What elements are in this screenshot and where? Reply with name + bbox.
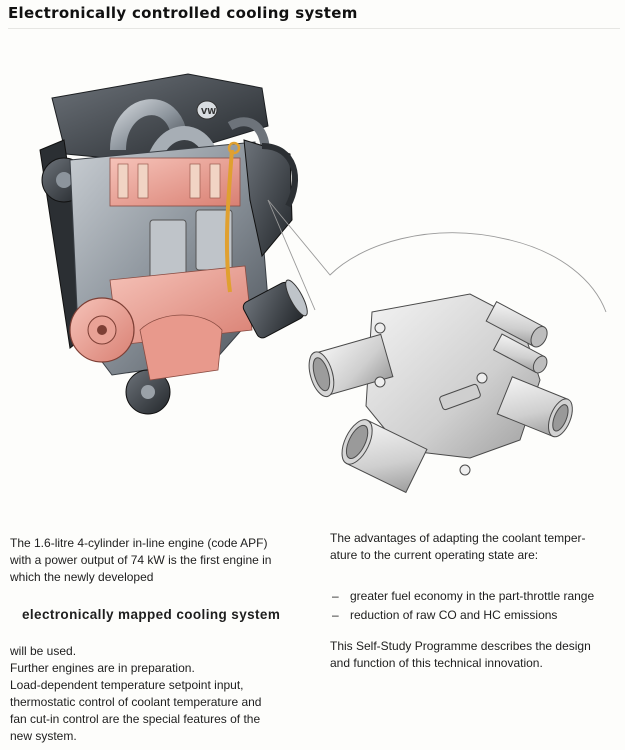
list-item: greater fuel economy in the part-throttl… <box>330 588 620 605</box>
intro-line: which the newly developed <box>10 570 154 584</box>
body-line: will be used. <box>10 644 77 658</box>
intro-line: ature to the current operating state are… <box>330 548 539 562</box>
section-subheading: electronically mapped cooling system <box>22 607 281 622</box>
closing-line: This Self-Study Programme describes the … <box>330 639 591 653</box>
advantages-list: greater fuel economy in the part-throttl… <box>330 588 620 624</box>
engine-illustration: VW <box>39 73 607 494</box>
body-line: thermostatic control of coolant temperat… <box>10 695 262 709</box>
body-line: Load-dependent temperature setpoint inpu… <box>10 678 244 692</box>
title-divider <box>8 28 620 29</box>
coolant-distributor-housing <box>308 293 573 494</box>
left-text-column: The 1.6-litre 4-cylinder in-line engine … <box>10 535 310 745</box>
engine-logo-text: VW <box>201 107 216 116</box>
engine: VW <box>39 73 308 415</box>
closing-line: and function of this technical innovatio… <box>330 656 543 670</box>
page-title: Electronically controlled cooling system <box>8 4 358 22</box>
intro-line: The 1.6-litre 4-cylinder in-line engine … <box>10 536 268 550</box>
body-line: fan cut-in control are the special featu… <box>10 712 261 726</box>
intro-line: with a power output of 74 kW is the firs… <box>10 553 272 567</box>
vw-logo-icon <box>196 100 218 120</box>
callout-lines <box>267 199 607 313</box>
body-line: Further engines are in preparation. <box>10 661 195 675</box>
body-line: new system. <box>10 729 77 743</box>
right-text-column: The advantages of adapting the coolant t… <box>330 530 620 672</box>
intro-line: The advantages of adapting the coolant t… <box>330 531 586 545</box>
list-item: reduction of raw CO and HC emissions <box>330 607 620 624</box>
